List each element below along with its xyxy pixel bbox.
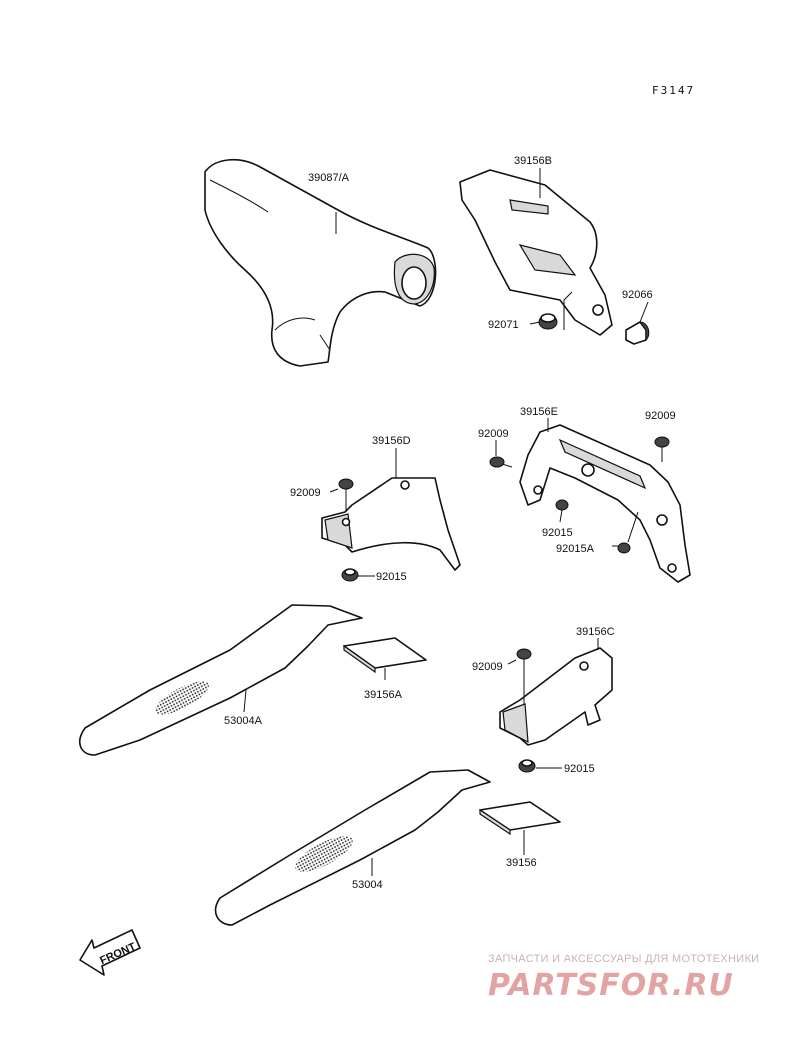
label-92066: 92066 <box>622 289 653 301</box>
label-92009-e1: 92009 <box>478 428 509 440</box>
label-92015-d: 92015 <box>376 571 407 583</box>
label-92015-c: 92015 <box>564 763 595 775</box>
part-92071-grommet: 92071 <box>488 313 558 331</box>
part-39087a-handlebar-cover: 39087/A <box>204 158 437 367</box>
watermark: ЗАПЧАСТИ И АКСЕССУАРЫ ДЛЯ МОТОТЕХНИКИ PA… <box>488 953 759 1003</box>
watermark-tagline: ЗАПЧАСТИ И АКСЕССУАРЫ ДЛЯ МОТОТЕХНИКИ <box>488 953 759 965</box>
label-92015a: 92015A <box>556 543 595 555</box>
part-39156e-bracket: 39156E <box>519 406 691 583</box>
label-39156: 39156 <box>506 857 537 869</box>
part-39156c-bracket: 39156C <box>499 626 615 746</box>
label-39156b: 39156B <box>514 155 552 167</box>
label-39156d: 39156D <box>372 435 411 447</box>
part-39156b-bracket: 39156B <box>459 155 613 336</box>
label-39156a: 39156A <box>364 689 403 701</box>
label-39087a: 39087/A <box>308 172 350 184</box>
label-39156e: 39156E <box>520 406 558 418</box>
label-39156c: 39156C <box>576 626 615 638</box>
label-92015-e: 92015 <box>542 527 573 539</box>
part-92015-nut-e: 92015 <box>542 499 573 539</box>
part-92066-bolt: 92066 <box>622 289 653 345</box>
part-39156a-pad: 39156A <box>343 637 427 701</box>
part-53004-side-cover: 53004 <box>214 769 491 926</box>
front-arrow-icon: FRONT <box>79 929 141 976</box>
part-92015-nut-c: 92015 <box>518 759 595 775</box>
part-92009-screw-e2: 92009 <box>645 410 676 462</box>
part-39156-pad: 39156 <box>479 801 561 869</box>
watermark-logo: PARTSFOR.RU <box>488 968 734 1003</box>
label-92009-e2: 92009 <box>645 410 676 422</box>
label-92071: 92071 <box>488 319 519 331</box>
figure-code: F3147 <box>652 84 695 97</box>
label-53004a: 53004A <box>224 715 263 727</box>
label-53004: 53004 <box>352 879 383 891</box>
part-92015a-nut: 92015A <box>556 511 639 555</box>
part-39156d-bracket: 39156D <box>321 435 461 571</box>
label-92009-c: 92009 <box>472 661 503 673</box>
part-92015-nut-d: 92015 <box>341 568 407 583</box>
label-92009-d: 92009 <box>290 487 321 499</box>
part-92009-screw-d: 92009 <box>290 478 354 512</box>
part-53004a-side-cover: 53004A <box>79 604 363 756</box>
part-92009-screw-c: 92009 <box>472 648 532 704</box>
part-92009-screw-e1: 92009 <box>478 428 513 468</box>
